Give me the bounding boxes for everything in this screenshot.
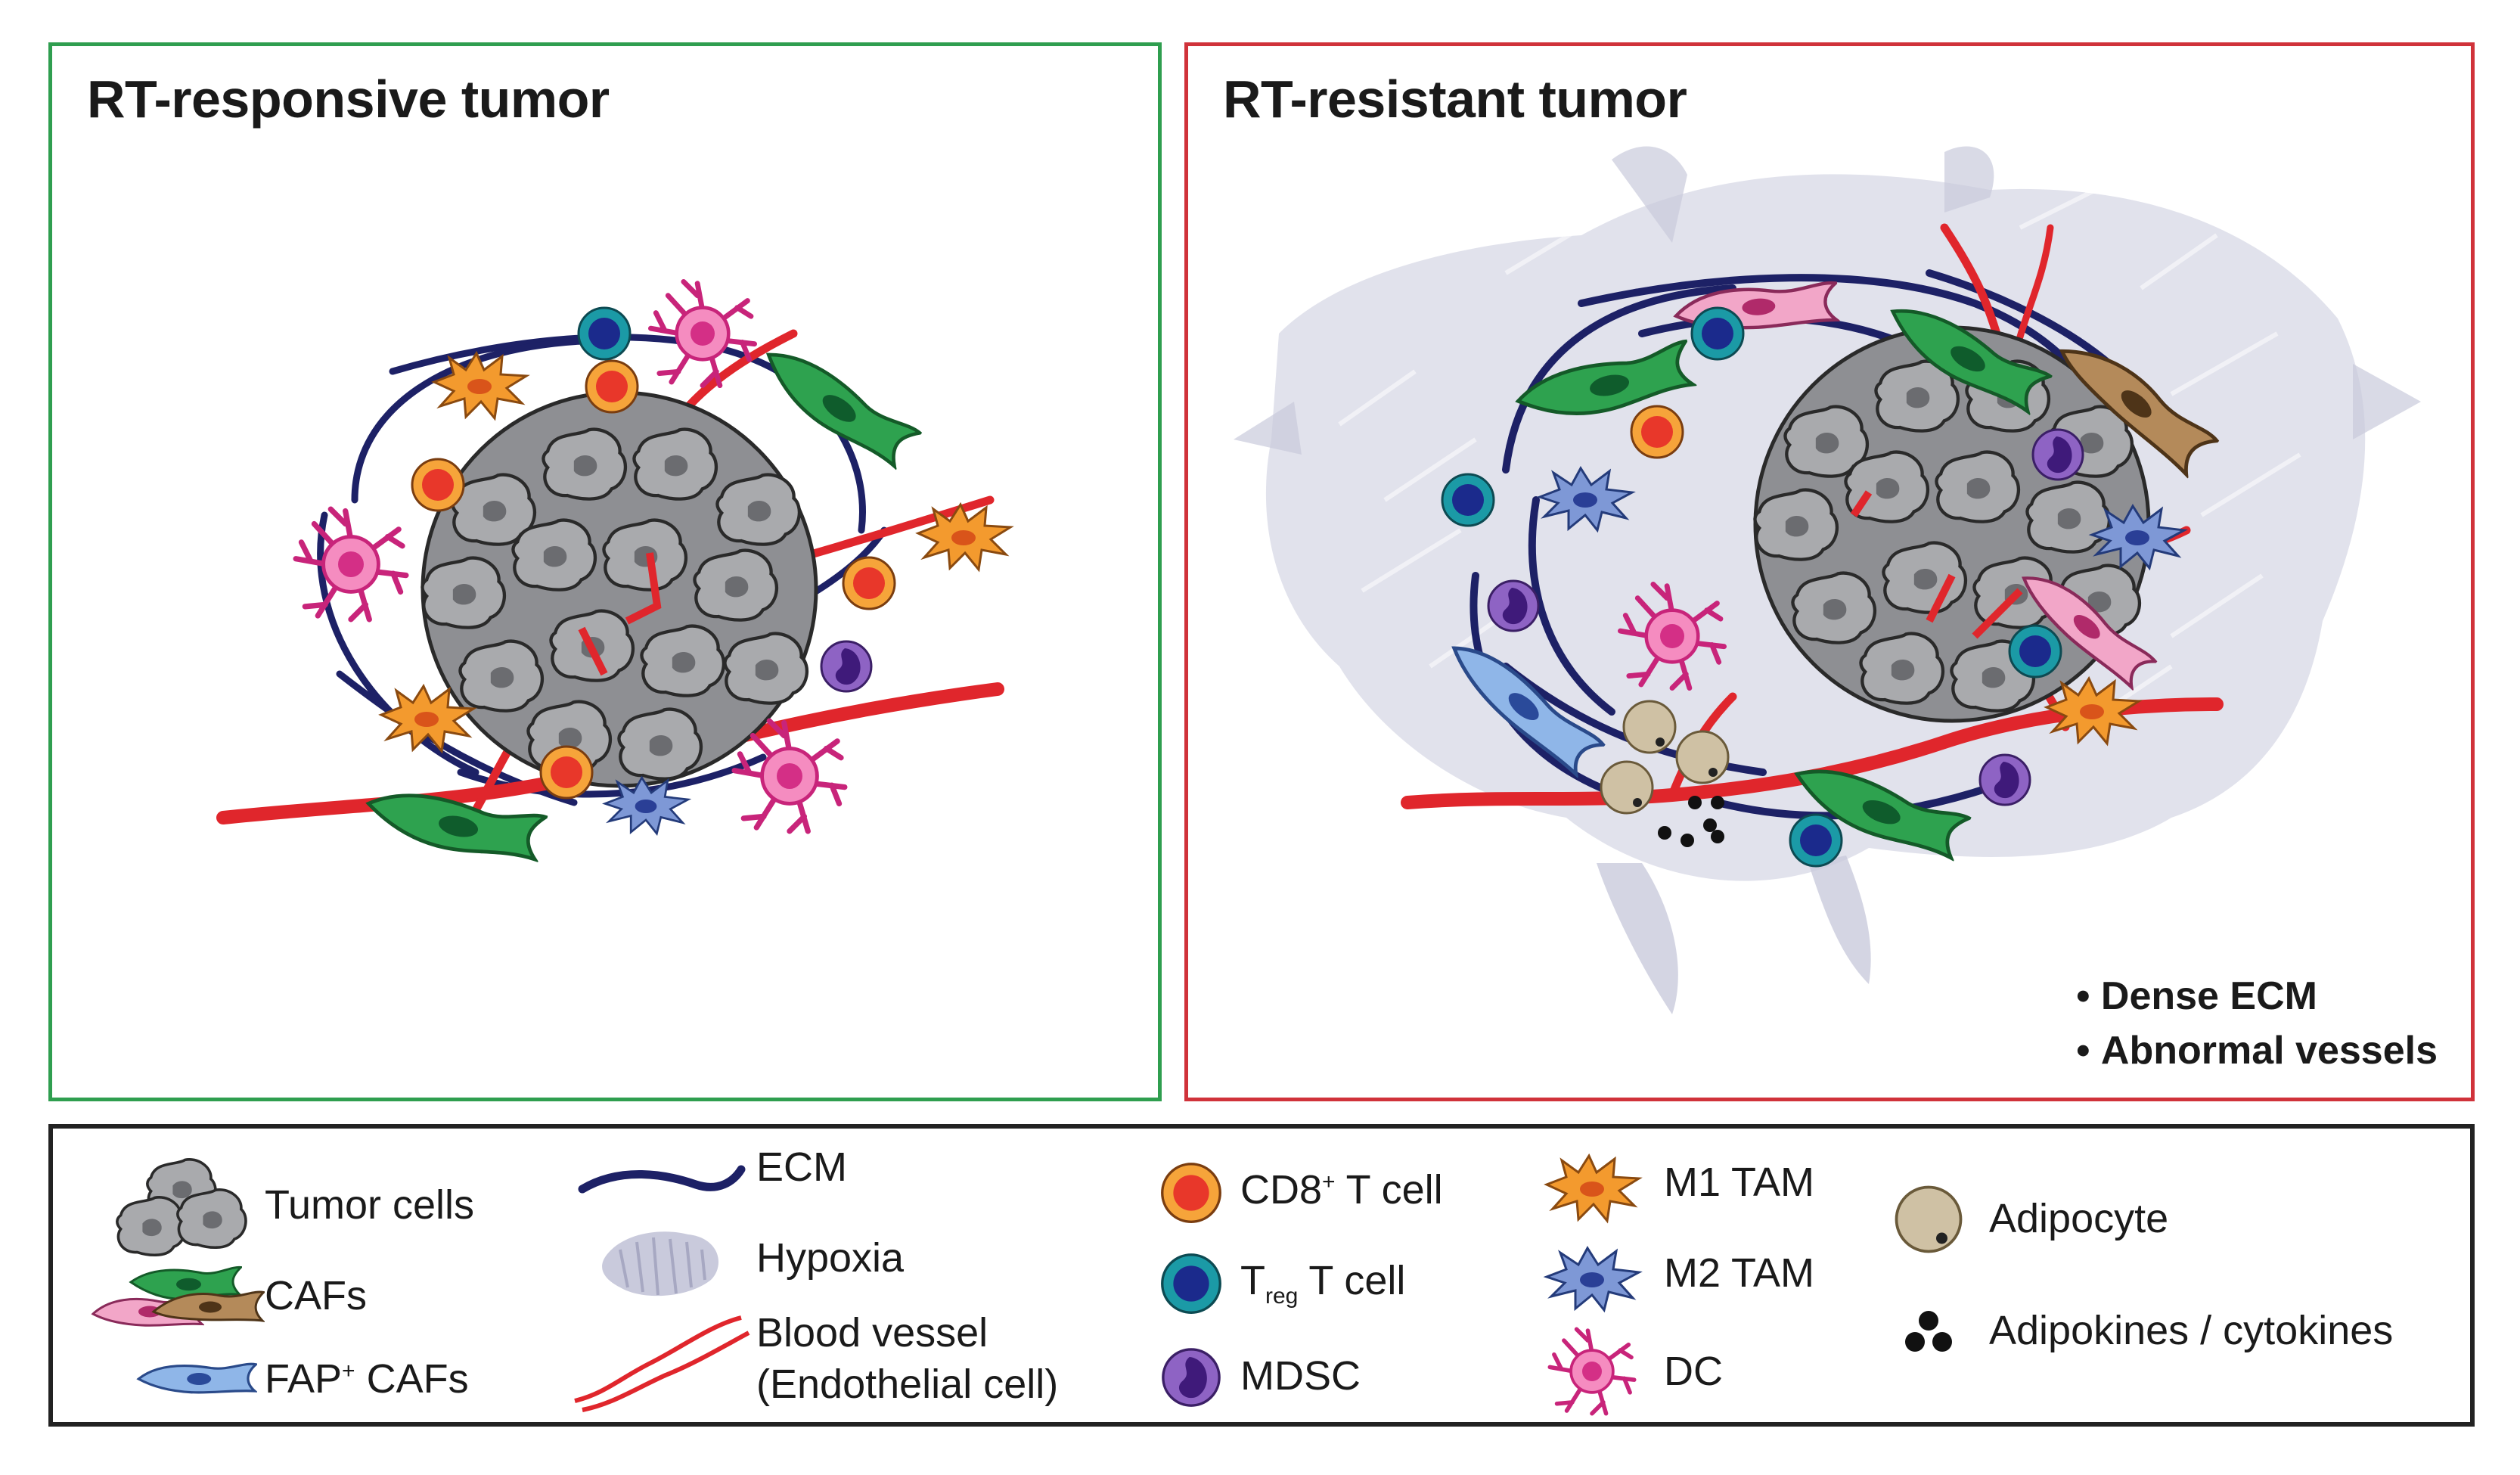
intratumoral-vessel <box>578 552 662 676</box>
treg-cell <box>577 306 632 361</box>
legend-label-treg: Treg T cell <box>1240 1258 1406 1309</box>
mdsc <box>2031 428 2084 481</box>
legend-label-m1: M1 TAM <box>1664 1160 1815 1205</box>
resistant-tumor-scene <box>1234 146 2421 1014</box>
legend-label-m2: M2 TAM <box>1664 1250 1815 1296</box>
fap-caf-icon <box>137 1362 257 1394</box>
mdsc <box>820 640 873 693</box>
legend-label-tumor-cells: Tumor cells <box>265 1182 475 1228</box>
adipocyte <box>1600 760 1654 815</box>
intratumoral-vessel <box>1850 490 2023 639</box>
m2-tam-icon <box>1545 1247 1640 1312</box>
resistance-features: Dense ECM Abnormal vessels <box>2076 969 2438 1078</box>
cd8-t-cell <box>585 359 639 414</box>
ecm-streaks <box>1338 188 2301 729</box>
adipocyte <box>1675 730 1730 784</box>
mdsc <box>1978 753 2031 806</box>
cd8-t-cell <box>411 458 465 512</box>
note-dense-ecm: Dense ECM <box>2076 969 2438 1023</box>
panel-title-resistant: RT-resistant tumor <box>1223 70 1687 129</box>
legend-label-adipokines: Adipokines / cytokines <box>1989 1308 2394 1353</box>
mdsc <box>1487 579 1540 632</box>
legend-label-cd8: CD8+ T cell <box>1240 1167 1443 1213</box>
legend-label-adipocyte: Adipocyte <box>1989 1196 2169 1241</box>
rt-resistant-panel: RT-resistant tumor <box>1184 42 2475 1101</box>
dendritic-cell <box>296 509 406 620</box>
responsive-tumor-scene <box>216 46 1012 1098</box>
treg-cell <box>2008 624 2062 678</box>
ecm-icon <box>578 1165 746 1194</box>
adipokine-icon <box>1905 1311 1952 1352</box>
tumor-mass <box>422 390 818 788</box>
treg-cell-icon <box>1161 1253 1221 1314</box>
legend-label-ecm: ECM <box>756 1144 847 1190</box>
adipocyte-icon <box>1895 1185 1963 1253</box>
caf-icon <box>92 1265 265 1327</box>
caf-cell <box>753 336 920 473</box>
legend-label-hypoxia: Hypoxia <box>756 1235 905 1281</box>
legend-label-dc: DC <box>1664 1349 1723 1394</box>
legend-label-mdsc: MDSC <box>1240 1353 1361 1399</box>
m1-tam <box>433 352 528 420</box>
rt-responsive-panel: RT-responsive tumor <box>48 42 1162 1101</box>
cd8-t-cell <box>1630 405 1684 459</box>
m1-tam-icon <box>1545 1154 1640 1222</box>
legend: Tumor cells CAFs FAP+ CAFs ECM Hypoxia B… <box>48 1124 2475 1427</box>
tumor-cell-icon <box>116 1157 247 1257</box>
adipokines <box>1658 796 1724 847</box>
hypoxia-icon <box>602 1231 718 1296</box>
legend-label-blood-vessel: Blood vessel (Endothelial cell) <box>756 1310 1059 1407</box>
blood-vessel-icon <box>574 1315 750 1412</box>
panel-title-responsive: RT-responsive tumor <box>87 70 610 129</box>
treg-cell <box>1690 306 1745 361</box>
cd8-t-cell-icon <box>1161 1163 1221 1223</box>
legend-label-cafs: CAFs <box>265 1273 367 1318</box>
dendritic-cell <box>734 721 845 831</box>
dc-icon <box>1543 1322 1641 1421</box>
adipocyte <box>1622 700 1677 754</box>
treg-cell <box>1789 813 1843 868</box>
legend-label-fap-cafs: FAP+ CAFs <box>265 1356 469 1402</box>
cd8-t-cell <box>842 556 896 610</box>
dendritic-cell <box>650 281 754 385</box>
cd8-t-cell <box>539 745 594 800</box>
treg-cell <box>1441 473 1495 527</box>
mdsc-icon <box>1162 1348 1221 1407</box>
note-abnormal-vessels: Abnormal vessels <box>2076 1023 2438 1078</box>
